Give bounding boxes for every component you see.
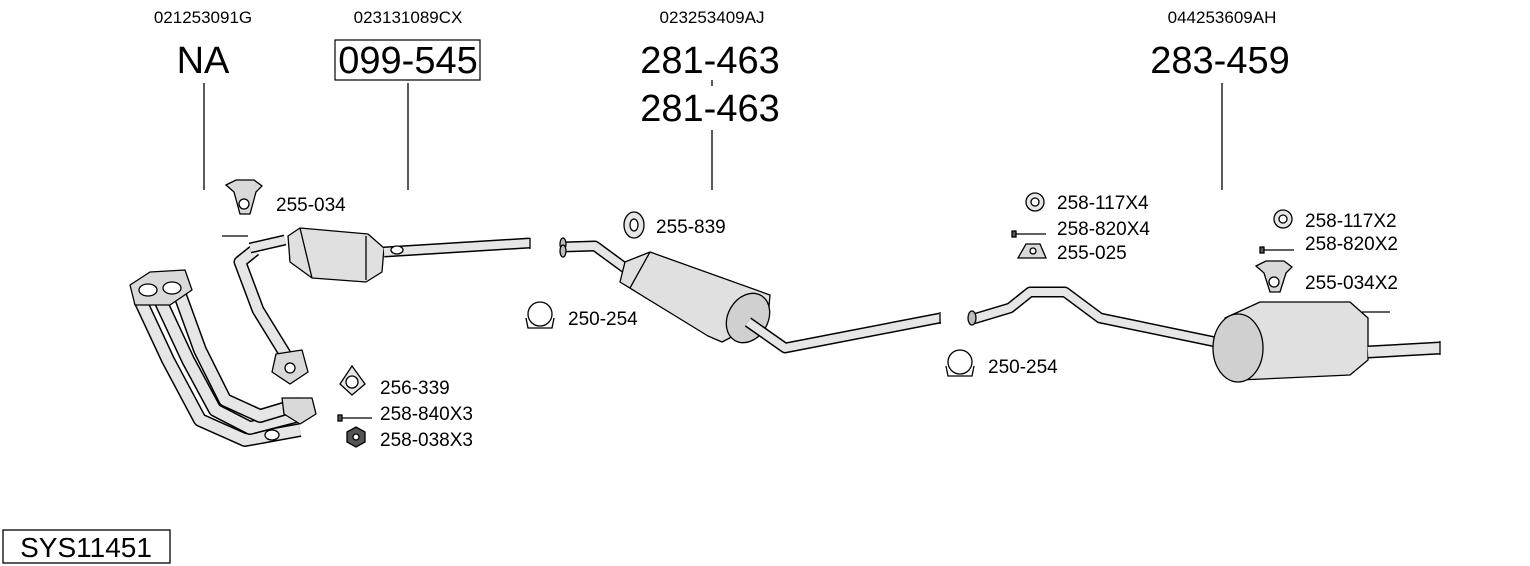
bolt-icon xyxy=(1011,230,1046,238)
mount-icon xyxy=(1016,243,1047,259)
accessory-label[interactable]: 250-254 xyxy=(568,309,638,330)
accessory-label[interactable]: 256-339 xyxy=(380,378,450,399)
bolt-icon xyxy=(337,414,372,422)
part-number-2[interactable]: 099-545 xyxy=(338,40,477,82)
part-number-3-alt[interactable]: 281-463 xyxy=(640,88,779,130)
rubber-hanger-icon xyxy=(224,179,263,215)
part-number-1[interactable]: NA xyxy=(177,40,230,82)
accessory-label[interactable]: 258-038X3 xyxy=(380,430,473,451)
oe-number-3: 023253409AJ xyxy=(660,8,765,27)
leader-lines xyxy=(203,80,1223,190)
accessory-label[interactable]: 255-025 xyxy=(1057,243,1127,264)
clamp-icon xyxy=(525,301,555,329)
washer-icon xyxy=(1273,209,1293,229)
nut-icon xyxy=(346,426,366,448)
rubber-ring-icon xyxy=(623,211,645,239)
accessory-label[interactable]: 258-820X4 xyxy=(1057,219,1150,240)
system-number: SYS11451 xyxy=(20,532,152,563)
accessory-label[interactable]: 250-254 xyxy=(988,357,1058,378)
clamp-icon xyxy=(945,349,975,377)
part-number-3[interactable]: 281-463 xyxy=(640,40,779,82)
rear-silencer[interactable] xyxy=(967,286,1441,383)
washer-icon xyxy=(1025,192,1045,212)
accessory-label[interactable]: 255-034 xyxy=(276,195,346,216)
part-number-4[interactable]: 283-459 xyxy=(1150,40,1289,82)
gasket-icon xyxy=(339,364,366,396)
accessory-label[interactable]: 258-840X3 xyxy=(380,404,473,425)
bolt-icon xyxy=(1259,246,1294,254)
accessory-label[interactable]: 258-820X2 xyxy=(1305,234,1398,255)
rubber-hanger-icon xyxy=(1254,260,1293,293)
oe-number-2: 023131089CX xyxy=(354,8,463,27)
accessory-label[interactable]: 255-034X2 xyxy=(1305,273,1398,294)
accessory-label[interactable]: 255-839 xyxy=(656,217,726,238)
middle-silencer[interactable] xyxy=(559,237,942,354)
front-pipe[interactable] xyxy=(129,235,317,447)
accessory-label[interactable]: 258-117X2 xyxy=(1305,211,1397,232)
oe-number-4: 044253609AH xyxy=(1168,8,1277,27)
system-number-box xyxy=(2,529,171,564)
accessory-label[interactable]: 258-117X4 xyxy=(1057,193,1149,214)
catalytic-converter[interactable] xyxy=(248,227,531,283)
part-number-2-box xyxy=(334,39,481,81)
oe-number-1: 021253091G xyxy=(154,8,252,27)
